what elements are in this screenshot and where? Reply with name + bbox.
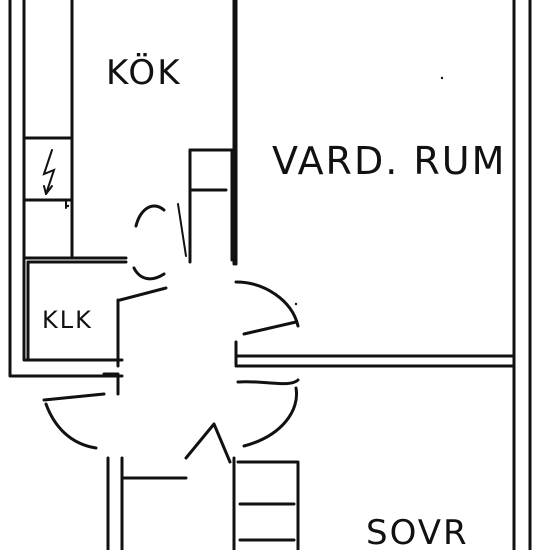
room-label-kitchen: KÖK: [106, 53, 182, 93]
lower-walls: [106, 456, 236, 550]
lightning-icon: [42, 149, 56, 195]
living-bedroom-wall: [234, 340, 516, 368]
room-label-living-room: VARD. RUM: [272, 139, 507, 183]
living-door: [234, 280, 300, 336]
room-label-closet: KLK: [42, 306, 93, 334]
plan-dots: [66, 76, 444, 306]
closet-walls: [26, 260, 168, 368]
kitchen-living-wall: [232, 0, 238, 266]
wardrobe-kitchen: [177, 148, 234, 264]
outer-walls: [8, 0, 532, 550]
kitchen-bottom-wall: [22, 204, 166, 281]
hall-lower: [42, 372, 300, 464]
kitchen-counter: [22, 0, 74, 258]
room-label-bedroom: SOVR: [366, 513, 469, 553]
wardrobe-bedroom: [236, 460, 300, 550]
